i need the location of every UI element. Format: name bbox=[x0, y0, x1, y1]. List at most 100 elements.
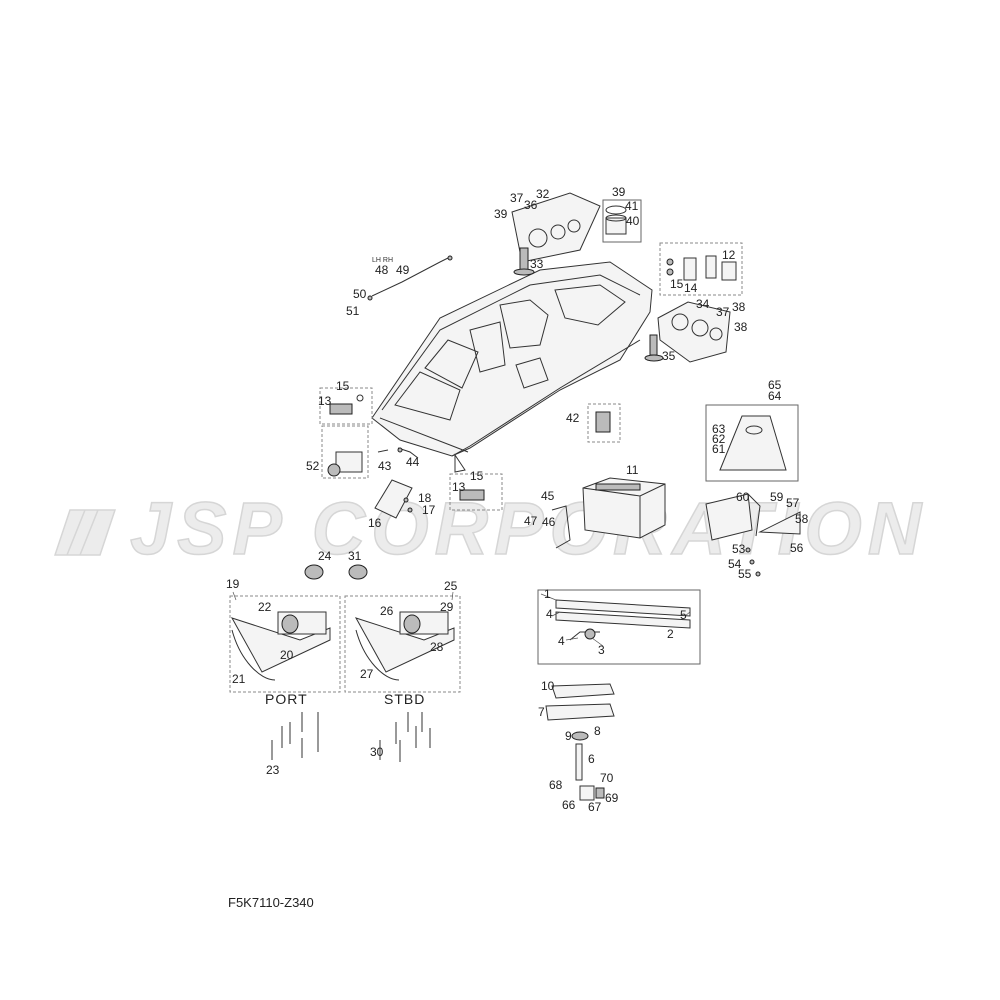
watermark-text: JSP CORPORATION bbox=[130, 487, 927, 570]
callout-39: 39 bbox=[612, 185, 626, 199]
latch-left bbox=[319, 387, 373, 425]
callout-27: 27 bbox=[360, 667, 374, 681]
callout-20: 20 bbox=[280, 648, 294, 662]
callout-29: 29 bbox=[440, 600, 454, 614]
callout-37: 37 bbox=[510, 191, 524, 205]
switch-43 bbox=[587, 403, 621, 443]
label-port: PORT bbox=[265, 691, 308, 707]
callout-52: 52 bbox=[306, 459, 320, 473]
bracket-53 bbox=[321, 425, 369, 479]
callout-12: 12 bbox=[722, 248, 736, 262]
console-box bbox=[705, 404, 799, 482]
callout-5: 5 bbox=[680, 608, 687, 622]
callout-65: 65 bbox=[768, 378, 782, 392]
callout-8: 8 bbox=[594, 724, 601, 738]
callout-13: 13 bbox=[318, 394, 332, 408]
callout-39: 39 bbox=[494, 207, 508, 221]
callout-15: 15 bbox=[470, 469, 484, 483]
callout-4: 4 bbox=[546, 607, 553, 621]
glovebox-panel-upper bbox=[511, 192, 601, 276]
hinge-box bbox=[659, 242, 743, 296]
glovebox-panel-lower bbox=[644, 301, 731, 363]
latch-right bbox=[449, 473, 503, 511]
callout-33: 33 bbox=[530, 257, 544, 271]
callout-11: 11 bbox=[626, 463, 639, 477]
callout-9: 9 bbox=[565, 729, 572, 743]
callout-45: 45 bbox=[541, 489, 555, 503]
callout-54: 54 bbox=[728, 557, 742, 571]
callout-57: 57 bbox=[786, 496, 800, 510]
handle-47 bbox=[551, 505, 571, 549]
callout-48: 48 bbox=[375, 263, 389, 277]
callout-34: 34 bbox=[696, 297, 710, 311]
callout-47: 47 bbox=[524, 514, 538, 528]
callout-64: 64 bbox=[768, 389, 782, 403]
step-assembly bbox=[545, 683, 615, 801]
callout-18: 18 bbox=[418, 491, 432, 505]
grab-rail bbox=[367, 255, 453, 301]
clip-44-45 bbox=[377, 447, 419, 459]
callout-55: 55 bbox=[738, 567, 752, 581]
callout-21: 21 bbox=[232, 672, 246, 686]
callout-25: 25 bbox=[444, 579, 458, 593]
callout-19: 19 bbox=[226, 577, 240, 591]
callout-38: 38 bbox=[732, 300, 746, 314]
boat-hull bbox=[371, 261, 653, 473]
callout-36: 36 bbox=[524, 198, 538, 212]
callout-15: 15 bbox=[670, 277, 684, 291]
callout-66: 66 bbox=[562, 798, 576, 812]
callout-43: 43 bbox=[378, 459, 392, 473]
label-stbd: STBD bbox=[384, 691, 425, 707]
cooler bbox=[582, 477, 666, 539]
callout-60: 60 bbox=[736, 490, 750, 504]
callout-42: 42 bbox=[566, 411, 580, 425]
cup-holder-box bbox=[602, 199, 642, 243]
callout-4: 4 bbox=[558, 634, 565, 648]
triangle-plate bbox=[745, 511, 801, 577]
trim-tab-stbd bbox=[344, 595, 461, 693]
leader-lines bbox=[232, 591, 691, 647]
callout-69: 69 bbox=[605, 791, 619, 805]
callout-22: 22 bbox=[258, 600, 272, 614]
callout-13: 13 bbox=[452, 480, 466, 494]
callout-16: 16 bbox=[368, 516, 382, 530]
callout-59: 59 bbox=[770, 490, 784, 504]
rub-rail-box bbox=[537, 589, 701, 665]
callout-10: 10 bbox=[541, 679, 555, 693]
callout-15: 15 bbox=[336, 379, 350, 393]
callout-1: 1 bbox=[544, 587, 551, 601]
callout-32: 32 bbox=[536, 187, 550, 201]
callout-46: 46 bbox=[542, 515, 556, 529]
diagram-code: F5K7110-Z340 bbox=[228, 895, 314, 910]
callout-49: 49 bbox=[396, 263, 410, 277]
callout-24: 24 bbox=[318, 549, 332, 563]
label-lh-rh: LH RH bbox=[372, 257, 393, 264]
callout-30: 30 bbox=[370, 745, 384, 759]
callout-7: 7 bbox=[538, 705, 545, 719]
callout-56: 56 bbox=[790, 541, 804, 555]
callout-2: 2 bbox=[667, 627, 674, 641]
callout-3: 3 bbox=[598, 643, 605, 657]
callout-41: 41 bbox=[625, 199, 639, 213]
callout-40: 40 bbox=[626, 214, 640, 228]
callout-35: 35 bbox=[662, 349, 676, 363]
bolts-port bbox=[271, 712, 319, 760]
callout-37: 37 bbox=[716, 305, 730, 319]
callout-62: 62 bbox=[712, 432, 726, 446]
seat-base bbox=[705, 493, 761, 541]
callout-70: 70 bbox=[600, 771, 614, 785]
callout-numbers: 1234456789101112131314151515161718192021… bbox=[226, 185, 809, 814]
callout-38: 38 bbox=[734, 320, 748, 334]
callout-61: 61 bbox=[712, 442, 726, 456]
callout-58: 58 bbox=[795, 512, 809, 526]
callout-53: 53 bbox=[732, 542, 746, 556]
drain-plugs bbox=[304, 564, 368, 580]
callout-14: 14 bbox=[684, 281, 698, 295]
callout-28: 28 bbox=[430, 640, 444, 654]
callout-17: 17 bbox=[422, 503, 436, 517]
callout-63: 63 bbox=[712, 422, 726, 436]
trim-tab-port bbox=[229, 595, 341, 693]
bolts-stbd bbox=[379, 712, 431, 762]
callout-26: 26 bbox=[380, 604, 394, 618]
